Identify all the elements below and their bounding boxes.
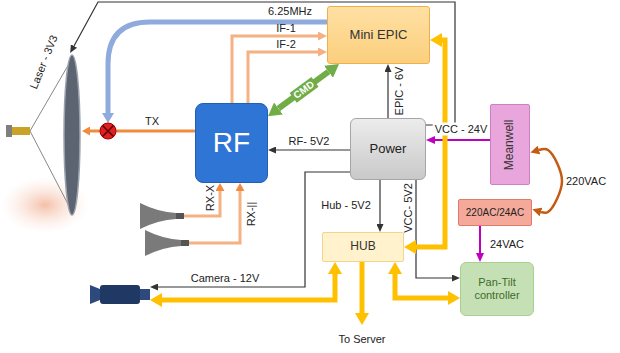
feed-horn-cap <box>6 125 12 137</box>
camera-body <box>100 285 140 304</box>
rx-horn <box>145 230 181 256</box>
mixer-cross <box>103 126 114 137</box>
power-supply-box: Meanwell <box>490 104 530 185</box>
node-text: HUB <box>350 240 375 254</box>
node-text: Power <box>370 142 407 157</box>
dish-reflector <box>64 55 80 215</box>
camera-back <box>140 289 150 300</box>
tx-line <box>116 130 195 133</box>
voltage-label: 220VAC <box>564 175 608 188</box>
connector <box>479 226 481 253</box>
connector <box>276 149 350 150</box>
rx-horn <box>140 203 176 229</box>
connector <box>539 149 562 212</box>
reference-clock-line <box>108 22 327 113</box>
connector <box>232 36 318 103</box>
rx-waveguide <box>181 240 189 246</box>
power-box: Power <box>350 118 426 180</box>
node-text: Mini EPIC <box>350 28 408 43</box>
node-text: 220AC/24AC <box>466 207 524 219</box>
edge-label: Hub - 5V2 <box>319 199 373 212</box>
signal-label: RX-X <box>204 183 217 213</box>
connector <box>379 180 380 224</box>
transformer-box: 220AC/24AC <box>458 199 532 226</box>
edge-label: CMD <box>289 77 318 103</box>
camera-power-wire <box>158 172 350 287</box>
edge-label: VCC- 5V2 <box>402 181 415 235</box>
rx-waveguide <box>176 213 184 219</box>
signal-label: Laser - 3V3 <box>27 31 62 92</box>
rf-box: RF <box>195 103 268 183</box>
connector <box>248 52 318 103</box>
feed-horn <box>12 127 30 135</box>
tx-line <box>90 130 100 133</box>
controller-box: Pan-Tilt controller <box>460 262 534 316</box>
controller-box: Mini EPIC <box>327 6 430 64</box>
edge-label: EPIC - 6V <box>393 65 406 118</box>
server-data-line <box>360 262 365 313</box>
edge-label: 24VAC <box>488 238 526 251</box>
frequency-label: 6.25MHz <box>266 5 314 18</box>
connector <box>278 72 328 109</box>
signal-label: TX <box>143 115 161 128</box>
node-text: RF <box>213 127 250 159</box>
node-text: Meanwell <box>503 119 517 170</box>
edge-label: IF-2 <box>274 38 298 51</box>
voltage-label: Camera - 12V <box>189 272 261 285</box>
signal-label: RX-|| <box>245 200 258 229</box>
destination-label: To Server <box>336 333 387 346</box>
hub-box: HUB <box>322 232 404 262</box>
mixer-symbol <box>100 123 116 139</box>
camera-lens <box>90 285 100 304</box>
edge-label: VCC - 24V <box>433 123 490 136</box>
connector <box>387 72 388 118</box>
edge-label: IF-1 <box>274 22 298 35</box>
node-text: Pan-Tilt controller <box>465 276 529 301</box>
connector <box>395 274 448 298</box>
edge-label: RF- 5V2 <box>287 135 332 148</box>
